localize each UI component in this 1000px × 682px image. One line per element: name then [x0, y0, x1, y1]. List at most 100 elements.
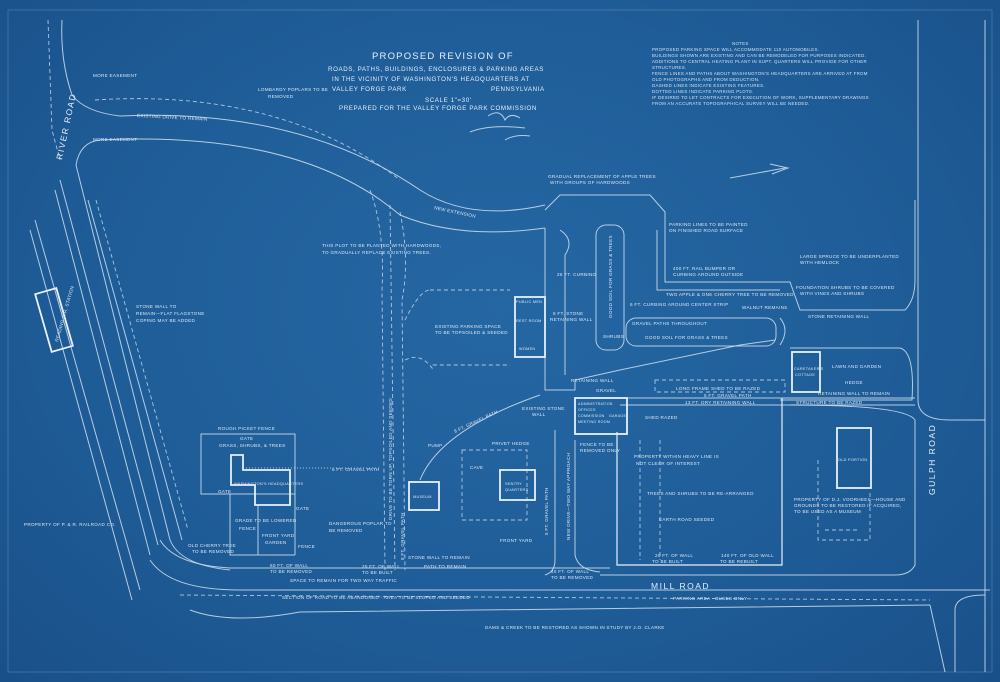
map-label: SHRUBS — [603, 334, 624, 339]
map-label: PRIVET HEDGE — [492, 441, 530, 446]
map-label: RETAINING WALL — [571, 378, 614, 383]
map-label: GARAGE — [609, 414, 626, 418]
map-label: SENTRY — [505, 482, 522, 486]
map-label: DANGEROUS POPLAR TO — [329, 521, 392, 526]
map-label: PUMP — [428, 443, 442, 448]
map-label: GOOD SOIL FOR GRASS & TREES — [645, 335, 728, 340]
map-label: PROPERTY OF D.J. VOORHEES—HOUSE AND — [794, 497, 906, 502]
north-arrow-icon — [729, 163, 790, 179]
map-label: MEETING ROOM — [578, 420, 610, 424]
museum-building — [408, 481, 440, 511]
map-label: 60 FT. OF WALL — [270, 563, 308, 568]
existing-drive — [94, 98, 546, 233]
drawing-title: PROPOSED REVISION OF — [372, 51, 514, 62]
map-label: TO BE BUILT — [362, 570, 393, 575]
map-label: TO BE REMOVED — [270, 569, 312, 574]
map-label: GATE — [218, 489, 231, 494]
map-label: NOT CLEAR OF INTEREST — [636, 461, 700, 466]
sentry-enclosure — [461, 449, 528, 521]
map-label: LARGE SPRUCE TO BE UNDERPLANTED — [800, 254, 899, 259]
map-label: CAVE — [470, 465, 483, 470]
map-label: QUARTERS — [505, 488, 529, 492]
map-label: GRAVEL PATHS THROUGHOUT — [632, 321, 707, 326]
map-label: TO BE REMOVED — [551, 575, 593, 580]
administration-building — [574, 397, 628, 435]
map-label: GRADUAL REPLACEMENT OF APPLE TREES — [548, 174, 656, 179]
map-label: 20 FT. OF WALL — [655, 553, 693, 558]
map-label: DAMS & CREEK TO BE RESTORED AS SHOWN IN … — [485, 625, 665, 630]
sheet-border — [7, 9, 993, 673]
heavy-property-line — [616, 398, 783, 566]
map-label: COMMISSION — [578, 414, 605, 418]
map-label: STONE RETAINING WALL — [808, 314, 869, 319]
map-label: 5 FT. GRAVEL PATH — [704, 393, 752, 398]
map-label: GARDEN — [265, 540, 286, 545]
map-label: ADMINISTRATION — [578, 402, 613, 406]
map-label: COTTAGE — [795, 373, 815, 377]
map-label: WITH VINES AND SHRUBS — [800, 291, 864, 296]
map-label: STRUCTURE TO BE RAZED — [796, 400, 863, 405]
map-label: PROPERTY OF P. & R. RAILROAD CO. — [24, 522, 116, 527]
mill-road-label: MILL ROAD — [651, 581, 710, 591]
map-label: OLD PORTION — [838, 458, 867, 462]
map-label: REMOVED — [268, 94, 294, 99]
map-label: 8 FT. GRAVEL PATH — [453, 409, 498, 434]
drive-to-be-torn-up — [369, 189, 406, 571]
map-label: PATH TO REMAIN — [424, 564, 466, 569]
note-line: PROPOSED PARKING SPACE WILL ACCOMMODATE … — [652, 47, 819, 52]
map-label: OLD CHERRY TREE — [188, 543, 236, 548]
reading-rr-station — [34, 287, 74, 353]
map-label: RETAINING WALL — [550, 317, 593, 322]
existing-parking-outline — [404, 289, 510, 370]
map-label: LONG FRAME SHED TO BE RAZED — [676, 386, 761, 391]
map-label: NEW DRIVE—TWO WAY APPROACH — [566, 453, 571, 540]
map-label: 6 FT. STONE — [553, 311, 584, 316]
map-label: SPACE TO REMAIN FOR TWO WAY TRAFFIC — [290, 578, 397, 583]
map-label: REST ROOM — [516, 319, 542, 323]
map-label: PROPERTY WITHIN HEAVY LINE IS — [634, 454, 719, 459]
sentry-quarters — [499, 469, 536, 501]
caretaker-area — [620, 347, 915, 406]
map-label: GROUNDS TO BE RESTORED IF ACQUIRED, — [794, 503, 902, 508]
map-label: WASHINGTON'S HEADQUARTERS — [234, 482, 304, 486]
note-line: OLD PHOTOGRAPHS AND FROM DEDUCTION. — [652, 77, 760, 82]
map-label: PUBLIC MEN — [516, 300, 542, 304]
voorhees-house — [836, 427, 872, 489]
map-label: HEDGE — [845, 380, 863, 385]
title-line: VALLEY FORGE PARK — [332, 86, 407, 93]
map-label: 8 FT. GRAVEL PATH — [400, 512, 405, 560]
map-label: 140 FT. OF OLD WALL — [721, 553, 774, 558]
gulph-road-label: GULPH ROAD — [927, 424, 937, 495]
map-label: REMOVED ONLY — [580, 448, 620, 453]
new-drive — [544, 430, 601, 576]
rest-room-building — [514, 296, 546, 358]
scale-label: SCALE 1"=30' — [425, 97, 472, 104]
note-line: ADDITIONS TO CENTRAL HEATING PLANT IN SU… — [652, 59, 867, 64]
map-label: RETAINING WALL TO REMAIN — [818, 391, 890, 396]
map-label: EARTH ROAD SEEDED — [659, 517, 715, 522]
map-label: 5 FT. GRAVEL PATH — [332, 467, 380, 472]
map-label: CARETAKER'S — [794, 367, 824, 371]
map-label: TREES AND SHRUBS TO BE RE-ARRANGED — [647, 491, 754, 496]
map-label: FENCE — [239, 526, 256, 531]
map-label: GOOD SOIL FOR GRASS & TREES — [608, 235, 613, 318]
gravel-path-curve — [419, 394, 541, 481]
map-label: WITH HEMLOCK — [800, 260, 840, 265]
map-label: LOMBARDY POPLARS TO BE — [258, 87, 328, 92]
map-label: LAWN AND GARDEN — [832, 364, 881, 369]
map-label: 6 FT. CURBING AROUND CENTER STRIP — [630, 302, 728, 307]
map-label: SHED RAZED — [645, 415, 678, 420]
center-strip — [595, 224, 625, 351]
map-label: TO BE REBUILT — [720, 559, 758, 564]
map-label: ON FINISHED ROAD SURFACE — [669, 228, 743, 233]
note-line: IF DESIRED TO LET CONTRACTS FOR EXECUTIO… — [652, 95, 869, 100]
map-label: COPING MAY BE ADDED — [136, 318, 196, 323]
map-label: GATE — [240, 436, 253, 441]
map-label: GRADE TO BE LOWERED — [235, 518, 297, 523]
map-label: GRASS, SHRUBS, & TREES — [219, 443, 286, 448]
map-label: TO BE REMOVED — [192, 549, 234, 554]
map-label: SECTION OF ROAD TO BE ABANDONED - AREA T… — [282, 595, 470, 600]
map-label: GRAVEL — [596, 388, 616, 393]
